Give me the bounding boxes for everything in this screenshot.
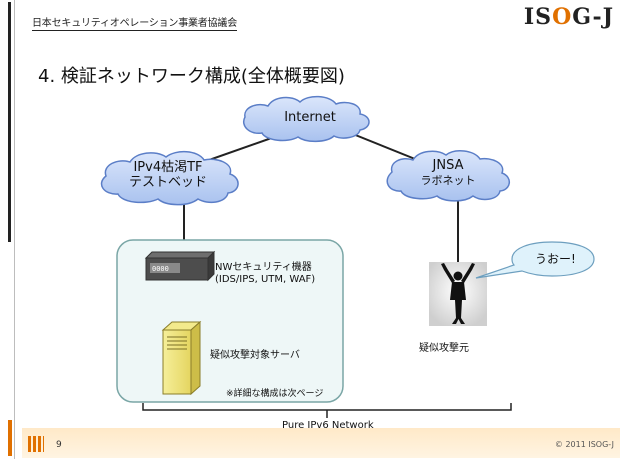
slide-header: 日本セキュリティオペレーション事業者協議会 ISOG-J — [22, 4, 614, 32]
org-name: 日本セキュリティオペレーション事業者協議会 — [32, 14, 237, 31]
slide-title: 4. 検証ネットワーク構成(全体概要図) — [38, 66, 345, 87]
jnsa-labnet-cloud — [386, 150, 510, 202]
network-bracket — [142, 403, 512, 411]
left-edge-mark — [8, 2, 11, 242]
footer-stripes — [28, 436, 44, 452]
pure-ipv6-network-label: Pure IPv6 Network — [282, 420, 374, 431]
speech-bubble — [475, 241, 595, 279]
jnsa-line2: ラボネット — [420, 174, 476, 187]
internet-label: Internet — [284, 110, 336, 125]
ipv4-testbed-line1: IPv4枯渇TF — [133, 160, 203, 175]
nw-security-device-label: NWセキュリティ機器 (IDS/IPS, UTM, WAF) — [215, 262, 315, 286]
server-icon — [161, 320, 202, 396]
jnsa-line1: JNSA — [432, 158, 464, 173]
attacker-label: 疑似攻撃元 — [419, 343, 469, 354]
detail-note: ※詳細な構成は次ページ — [226, 389, 324, 399]
svg-text:0000: 0000 — [152, 265, 169, 273]
page-number: 9 — [56, 440, 62, 450]
nw-device-line1: NWセキュリティ機器 — [215, 262, 312, 273]
nw-device-line2: (IDS/IPS, UTM, WAF) — [215, 274, 316, 285]
copyright: © 2011 ISOG-J — [554, 440, 614, 449]
internet-cloud — [243, 95, 370, 143]
server-label: 疑似攻撃対象サーバ — [210, 350, 300, 361]
left-edge-accent — [8, 420, 12, 456]
isog-j-logo: ISOG-J — [523, 4, 614, 30]
ipv4-testbed-line2: テストベッド — [128, 175, 207, 190]
speech-text: うおー! — [535, 252, 576, 266]
ipv4-testbed-cloud — [100, 151, 239, 206]
jnsa-labnet-label: JNSA ラボネット — [402, 158, 494, 188]
nw-security-device-icon: 0000 — [144, 250, 216, 282]
slide-footer: 9 © 2011 ISOG-J — [22, 428, 620, 458]
ipv4-testbed-label: IPv4枯渇TF テストベッド — [118, 160, 218, 190]
attacker-person-icon — [429, 262, 487, 326]
left-edge-bar — [0, 0, 15, 459]
